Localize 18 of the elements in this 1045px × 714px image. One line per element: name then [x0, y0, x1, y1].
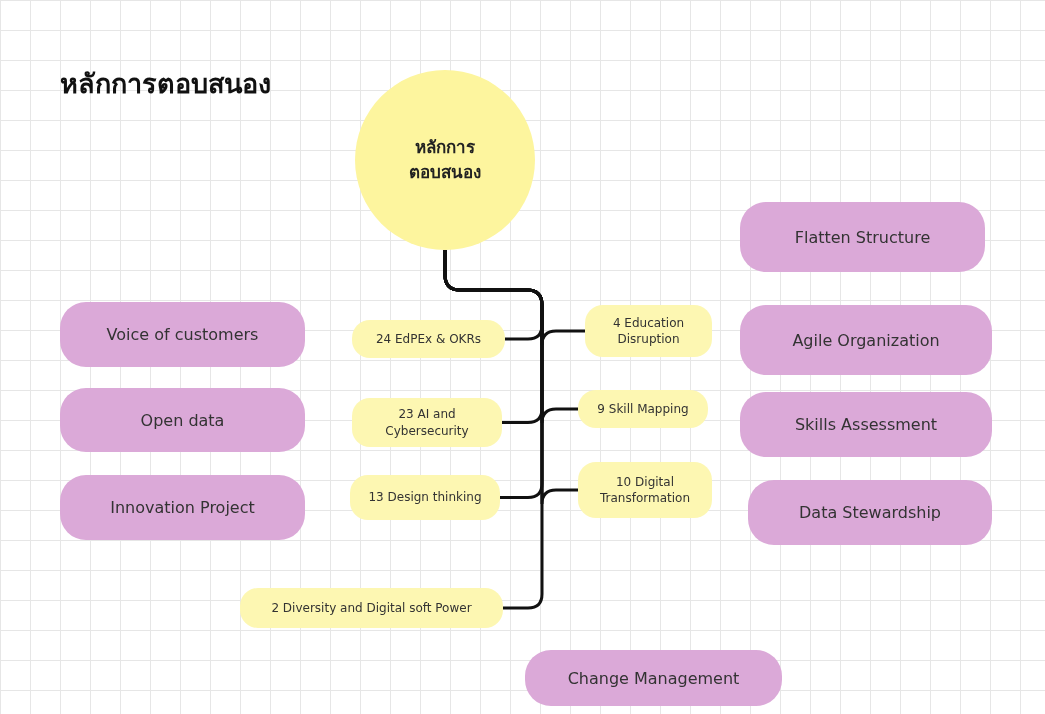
- topic-box: Agile Organization: [740, 305, 992, 375]
- topic-box: Skills Assessment: [740, 392, 992, 457]
- topic-pill: 10 Digital Transformation: [578, 462, 712, 518]
- connector-line: [443, 250, 544, 610]
- topic-pill: 9 Skill Mapping: [578, 390, 708, 428]
- topic-pill: 13 Design thinking: [350, 475, 500, 520]
- topic-box: Voice of customers: [60, 302, 305, 367]
- diagram-title: หลักการตอบสนอง: [60, 67, 271, 101]
- topic-pill: 4 Education Disruption: [585, 305, 712, 357]
- topic-box: Flatten Structure: [740, 202, 985, 272]
- topic-box: Open data: [60, 388, 305, 452]
- topic-pill: 24 EdPEx & OKRs: [352, 320, 505, 358]
- topic-circle: หลักการตอบสนอง: [355, 70, 535, 250]
- topic-pill: 23 AI and Cybersecurity: [352, 398, 502, 447]
- topic-box: Data Stewardship: [748, 480, 992, 545]
- topic-pill: 2 Diversity and Digital soft Power: [240, 588, 503, 628]
- topic-box: Innovation Project: [60, 475, 305, 540]
- topic-box: Change Management: [525, 650, 782, 706]
